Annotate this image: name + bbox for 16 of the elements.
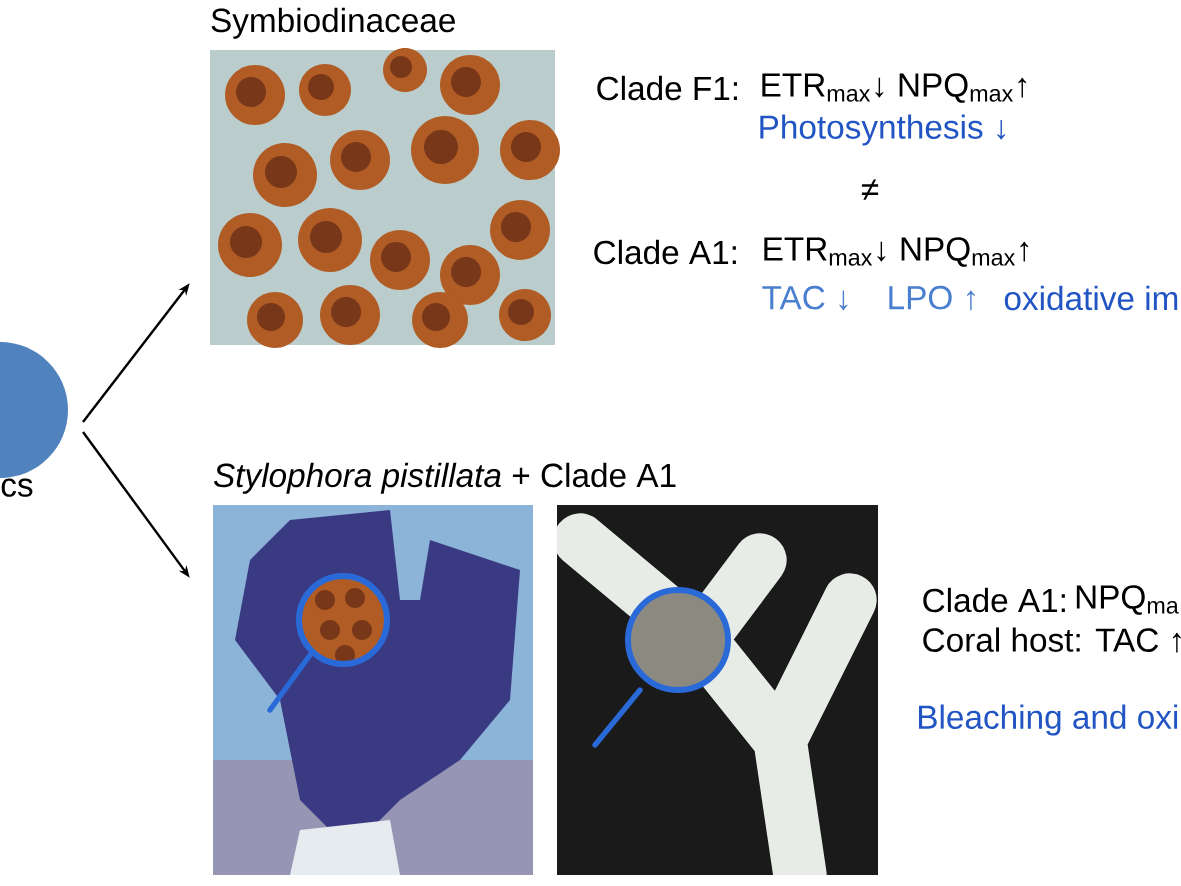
clade-label: Clade A1:: [594, 239, 736, 265]
clade-label: Clade A1:: [923, 587, 1065, 613]
result-text: Photosynthesis ↓: [760, 114, 1006, 146]
heading: Stylophora pistillata + Clade A1: [213, 462, 676, 494]
parameter-text: ETR$_{max}$↓ NPQ$_{max}$↑: [764, 237, 1029, 267]
result-text: TAC ↓: [762, 285, 848, 311]
heading: Symbiodinaceae: [211, 7, 455, 39]
result-text: Bleaching and oxi: [919, 704, 1178, 736]
sphere-label: cs: [1, 478, 33, 497]
clade-label: Clade F1:: [597, 75, 737, 101]
result-text: Coral host: TAC ↑: [923, 627, 1181, 653]
parameter-text: ETR$_{max}$↓ NPQ$_{max}$↑: [762, 73, 1027, 103]
result-text: oxidative im: [1004, 285, 1178, 311]
result-text: LPO ↑: [889, 285, 975, 311]
not-equal-sign: ≠: [861, 179, 879, 200]
parameter-text: NPQ$_{ma}$: [1076, 585, 1179, 615]
